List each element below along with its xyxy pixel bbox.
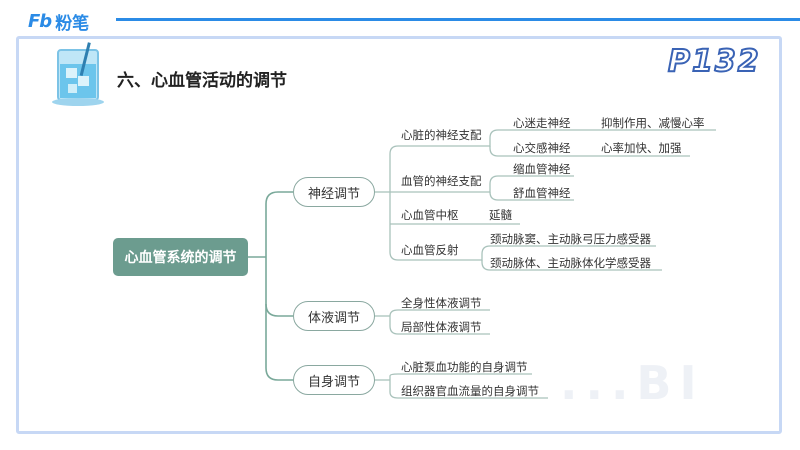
section-title: 六、心血管活动的调节 — [117, 71, 287, 91]
systemic-humoral: 全身性体液调节 — [401, 296, 482, 310]
cardiovascular-center: 心血管中枢 — [401, 208, 459, 222]
heart-pump-autoregulation: 心脏泵血功能的自身调节 — [401, 360, 528, 374]
vagus-nerve: 心迷走神经 — [513, 116, 571, 130]
vagus-effect: 抑制作用、减慢心率 — [601, 116, 705, 130]
sympathetic-nerve: 心交感神经 — [513, 141, 571, 155]
slide-frame — [16, 36, 782, 434]
medulla: 延髓 — [489, 208, 512, 222]
vasoconstrictor-nerve: 缩血管神经 — [513, 162, 571, 176]
page-code: P132 — [667, 43, 761, 80]
logo-mark: Fb — [28, 10, 52, 32]
local-humoral: 局部性体液调节 — [401, 320, 482, 334]
sympathetic-effect: 心率加快、加强 — [601, 141, 682, 155]
watermark: ...BI — [560, 356, 705, 410]
cardiovascular-reflex: 心血管反射 — [401, 243, 459, 257]
baroreceptor: 颈动脉窦、主动脉弓压力感受器 — [490, 232, 651, 246]
branch-autoregulation: 自身调节 — [293, 365, 375, 395]
cardiac-innervation: 心脏的神经支配 — [401, 128, 482, 142]
water-glass-icon — [52, 42, 104, 106]
header-rule — [116, 18, 800, 21]
branch-neural-regulation: 神经调节 — [293, 177, 375, 207]
vasodilator-nerve: 舒血管神经 — [513, 186, 571, 200]
vascular-innervation: 血管的神经支配 — [401, 174, 482, 188]
brand-logo: Fb 粉笔 — [28, 8, 89, 34]
logo-text: 粉笔 — [55, 13, 90, 34]
chemoreceptor: 颈动脉体、主动脉体化学感受器 — [490, 256, 651, 270]
branch-humoral-regulation: 体液调节 — [293, 301, 375, 331]
tissue-blood-flow-autoregulation: 组织器官血流量的自身调节 — [401, 384, 539, 398]
mindmap-root: 心血管系统的调节 — [113, 238, 248, 276]
